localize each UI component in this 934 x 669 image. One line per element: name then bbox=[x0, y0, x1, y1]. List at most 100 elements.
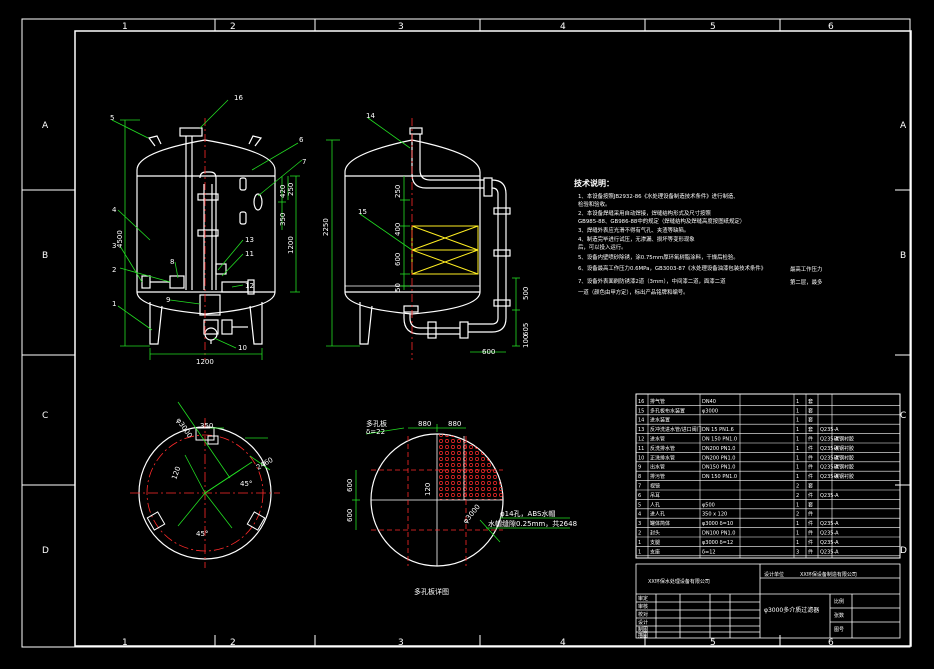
bom-cell: 9 bbox=[638, 465, 641, 471]
bom-cell: 进人孔 bbox=[650, 511, 665, 518]
bom-cell: 1 bbox=[796, 502, 799, 508]
bom-cell: 碳钢衬胶 bbox=[834, 436, 854, 443]
bom-cell: DN150 PN1.0 bbox=[702, 465, 735, 471]
title-role-3: 校对 bbox=[638, 611, 648, 618]
zone-top-6: 6 bbox=[828, 22, 834, 32]
notes-line-11: 一道（颜色由甲方定），标出产品铭牌和编号。 bbox=[578, 288, 689, 296]
bom-cell: 1 bbox=[796, 399, 799, 405]
bom-cell: 件 bbox=[808, 454, 813, 461]
zone-bottom-5: 5 bbox=[710, 638, 716, 648]
front-dim-1200-height: 1200 bbox=[287, 236, 295, 254]
bom-cell: 排气管 bbox=[650, 398, 665, 405]
notes-line-10: 7、设备外表面刷防锈漆2道（3mm），中间漆二道，面漆二道 bbox=[578, 277, 726, 285]
bom-cell: 视镜 bbox=[650, 483, 660, 490]
bom-cell: 件 bbox=[808, 539, 813, 546]
notes-title: 技术说明： bbox=[574, 178, 614, 188]
notes-line-2: 检验和验收。 bbox=[578, 200, 610, 208]
bom-cell: 进水管 bbox=[650, 436, 665, 443]
perforated-plate-view: 880 880 600 600 120 φ3000 多孔板 δ=22 φ14孔，… bbox=[346, 419, 577, 596]
zone-top-1: 1 bbox=[122, 22, 128, 32]
bom-cell: Q235-A bbox=[820, 474, 839, 480]
bom-cell: 吊耳 bbox=[650, 493, 660, 499]
bom-cell: φ500 bbox=[702, 502, 715, 508]
bom-cell: 件 bbox=[808, 445, 813, 452]
bom-cell: DN100 PN1.0 bbox=[702, 531, 735, 537]
bom-cell: 套 bbox=[808, 426, 813, 433]
notes-line-5: 3、焊缝外表应光滑不得有气孔、夹渣等缺陷。 bbox=[578, 226, 689, 234]
bom-cell: 件 bbox=[808, 511, 813, 518]
plate-dim-phi3000: φ3000 bbox=[461, 503, 482, 525]
bom-cell: 反洗排水管 bbox=[650, 445, 675, 452]
plate-label: 多孔板 bbox=[366, 419, 387, 428]
bom-cell: 套 bbox=[808, 501, 813, 508]
bom-cell: 4 bbox=[638, 512, 641, 518]
bom-cell: 支座 bbox=[650, 548, 660, 555]
base-dim-angle-1: 45° bbox=[240, 480, 252, 488]
bom-cell: 1 bbox=[796, 408, 799, 414]
side-dim-2250: 2250 bbox=[322, 218, 330, 236]
bom-cell: Q235-A bbox=[820, 540, 839, 546]
bom-cell: 件 bbox=[808, 548, 813, 555]
bom-cell: 16 bbox=[638, 399, 644, 405]
bom-cell: 3 bbox=[796, 549, 799, 555]
bom-cell: 碳钢衬胶 bbox=[834, 473, 854, 480]
bom-cell: 正洗排水管 bbox=[650, 454, 675, 461]
plate-dim-120: 120 bbox=[424, 483, 432, 496]
side-dim-50: 50 bbox=[394, 283, 402, 292]
base-dim-2460: 2460 bbox=[255, 456, 274, 472]
balloon-2: 2 bbox=[112, 266, 116, 274]
side-dim-500: 500 bbox=[522, 287, 530, 300]
bom-cell: 件 bbox=[808, 464, 813, 471]
balloon-1: 1 bbox=[112, 300, 116, 308]
bom-cell: Q235-A bbox=[820, 549, 839, 555]
bom-cell: 件 bbox=[808, 473, 813, 480]
title-role-4: 设计 bbox=[638, 619, 648, 626]
bom-cell: 2 bbox=[796, 512, 799, 518]
bom-cell: 1 bbox=[796, 465, 799, 471]
bom-cell: 11 bbox=[638, 446, 644, 452]
bom-cell: 件 bbox=[808, 436, 813, 443]
balloon-16: 16 bbox=[234, 94, 243, 102]
title-role-1: 审定 bbox=[638, 595, 648, 602]
bom-cell: 1 bbox=[796, 540, 799, 546]
bom-cell: 碳钢衬胶 bbox=[834, 445, 854, 452]
title-role-6: 描图 bbox=[638, 632, 648, 639]
notes-line-1: 1、本设备按照JB2932-86《水处理设备制造技术条件》进行制造、 bbox=[578, 192, 739, 200]
front-dim-4500: 4500 bbox=[116, 230, 124, 248]
bom-cell: 套 bbox=[808, 407, 813, 414]
bom-cell: 1 bbox=[796, 437, 799, 443]
balloon-9: 9 bbox=[166, 296, 170, 304]
side-dim-600: 600 bbox=[394, 253, 402, 266]
zone-left-b: B bbox=[42, 251, 48, 261]
bom-cell: 1 bbox=[796, 455, 799, 461]
bom-cell: 13 bbox=[638, 427, 644, 433]
bom-cell: 1 bbox=[796, 418, 799, 424]
front-dim-250: 250 bbox=[287, 183, 295, 196]
bom-cell: 人孔 bbox=[650, 501, 660, 508]
title-project-label: 设计单位 bbox=[764, 571, 784, 578]
balloon-12: 12 bbox=[245, 282, 254, 290]
zone-top-5: 5 bbox=[710, 22, 716, 32]
plate-thickness: δ=22 bbox=[366, 428, 385, 436]
balloon-15: 15 bbox=[358, 208, 367, 216]
zone-bottom-6: 6 bbox=[828, 638, 834, 648]
bom-cell: 碳钢衬胶 bbox=[834, 464, 854, 471]
title-meta-2: 张数 bbox=[834, 612, 844, 619]
title-company-right: XX环保设备制造有限公司 bbox=[800, 571, 857, 578]
bom-cell: 进水装置 bbox=[650, 417, 670, 424]
plate-dim-880-left: 880 bbox=[418, 420, 431, 428]
bom-cell: 1 bbox=[796, 531, 799, 537]
bom-cell: 2 bbox=[796, 493, 799, 499]
bom-cell: 套 bbox=[808, 398, 813, 405]
notes-line-9: 6、设备最高工作压力0.6MPa，GB3003-87《水处理设备油漆包装技术条件… bbox=[578, 264, 766, 272]
bom-cell: Q235-A bbox=[820, 531, 839, 537]
notes-aside-2: 第二层，最多 bbox=[790, 278, 823, 286]
side-dim-100: 100 bbox=[522, 335, 530, 348]
zone-bottom-1: 1 bbox=[122, 638, 128, 648]
front-dim-420: 420 bbox=[279, 185, 287, 198]
bom-cell: φ3000 δ=12 bbox=[702, 540, 733, 546]
bom-cell: 支腿 bbox=[650, 539, 660, 546]
